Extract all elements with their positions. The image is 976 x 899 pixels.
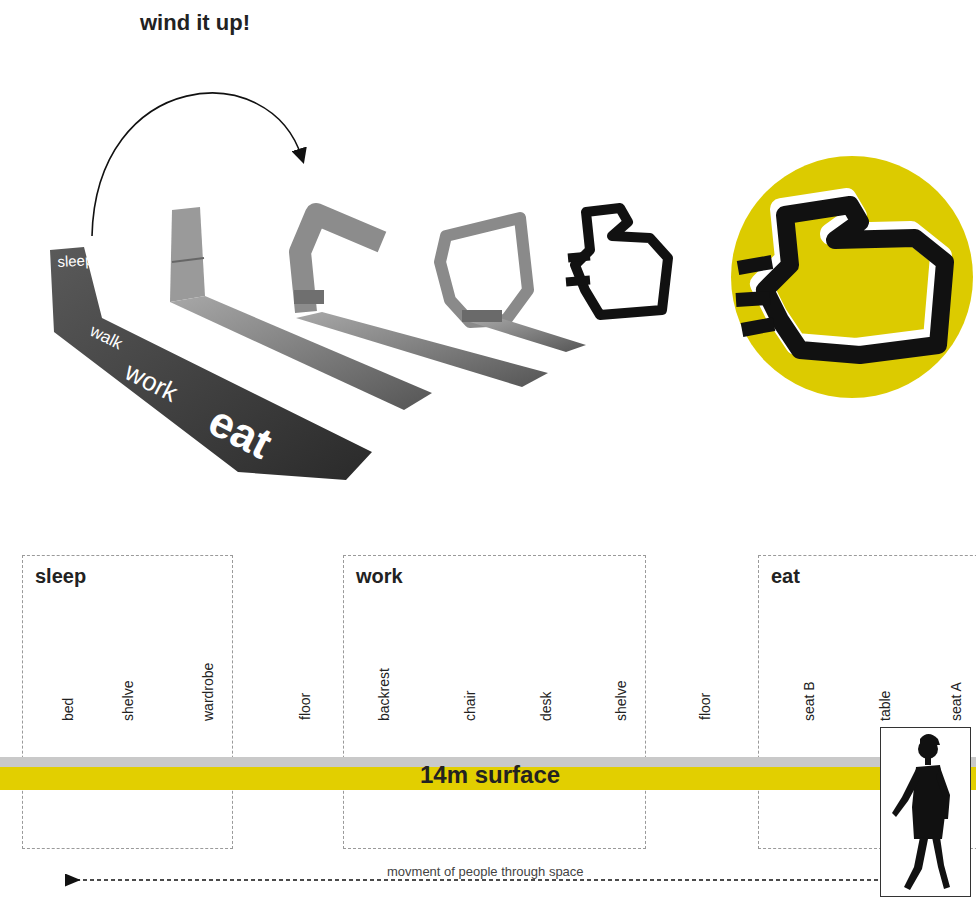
floor-label: floor xyxy=(297,693,313,720)
wound-shape xyxy=(575,208,668,315)
furniture-label: desk xyxy=(538,691,554,721)
walking-person xyxy=(880,727,972,898)
zone-heading: eat xyxy=(771,566,800,586)
title: wind it up! xyxy=(140,10,250,36)
movement-arrow xyxy=(78,879,878,880)
furniture-label: bed xyxy=(60,698,76,721)
movement-caption: movment of people through space xyxy=(383,864,588,879)
furniture-label: table xyxy=(877,691,893,721)
surface-label: 14m surface xyxy=(420,763,560,787)
activity-zone: sleep bed shelve wardrobe xyxy=(22,555,233,849)
furniture-label: chair xyxy=(462,691,478,721)
furniture-label: seat B xyxy=(801,681,817,721)
zone-heading: sleep xyxy=(35,566,86,586)
activity-zone: work backrest chair desk shelve xyxy=(343,555,646,849)
strip-word: sleep xyxy=(57,252,94,269)
furniture-label: wardrobe xyxy=(200,663,216,721)
furniture-label: seat A xyxy=(948,682,964,721)
wound-circle xyxy=(731,156,973,398)
furniture-label: backrest xyxy=(376,668,392,721)
strip-loop xyxy=(440,218,528,322)
strip-fold xyxy=(170,207,205,302)
strip-tail xyxy=(170,296,432,410)
furniture-label: shelve xyxy=(613,681,629,721)
floor-label: floor xyxy=(697,693,713,720)
surface-band: 14m surface xyxy=(0,757,976,790)
furniture-label: shelve xyxy=(120,681,136,721)
zone-heading: work xyxy=(356,566,403,586)
